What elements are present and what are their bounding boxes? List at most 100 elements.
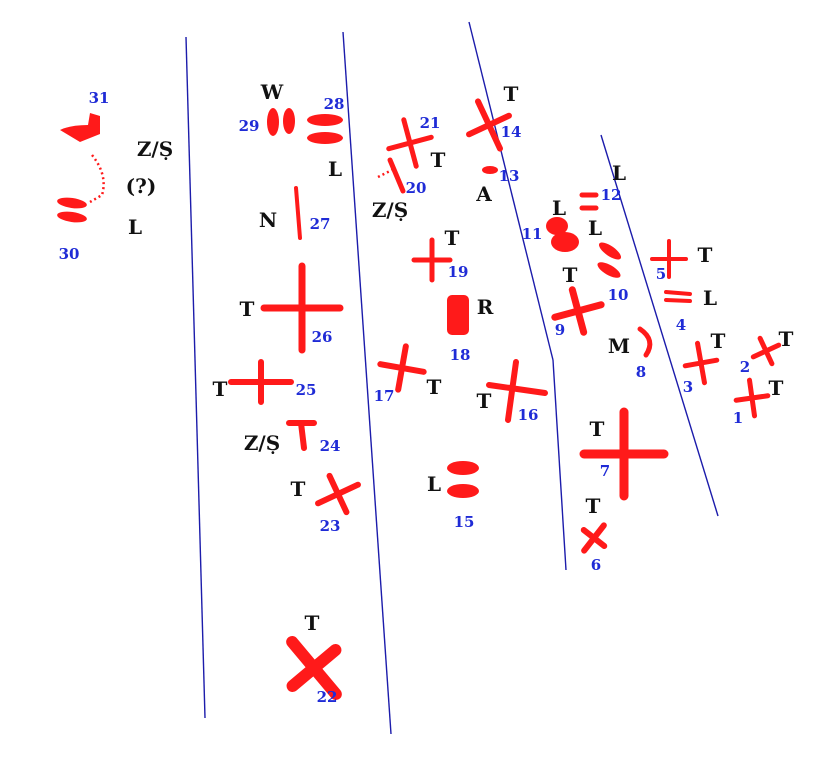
sign-12-number: 12 <box>601 186 622 204</box>
sign-16-mark <box>486 359 548 423</box>
sign-8-mark <box>637 326 653 358</box>
sign-26-number: 26 <box>312 328 333 346</box>
sign-16-letter: T <box>477 389 492 413</box>
sign-16: 16 T <box>477 359 548 424</box>
sign-5-mark <box>650 239 688 279</box>
sign-14-number: 14 <box>501 123 522 141</box>
sign-22-letter: T <box>305 611 320 635</box>
sign-10-letter: L <box>588 216 602 240</box>
sign-7-letter: T <box>590 417 605 441</box>
sign-22: 22 T <box>286 611 342 706</box>
sign-17-mark <box>377 343 427 393</box>
sign-21: 21T <box>386 114 446 172</box>
sign-21-mark <box>386 117 434 169</box>
sign-4: 4L <box>664 286 717 334</box>
sign-14-mark <box>466 98 512 152</box>
sign-13-number: 13 <box>499 167 520 185</box>
sign-20-letter: Z/Ṣ <box>372 198 408 222</box>
sign-1: 1T <box>733 376 784 427</box>
sign-11-number: 11 <box>522 225 543 243</box>
sign-14: 14 T <box>466 82 522 152</box>
sign-9-letter: T <box>563 263 578 287</box>
column-guide-line-3 <box>468 21 554 361</box>
sign-28-number: 28 <box>324 95 345 113</box>
sign-25-letter: T <box>213 377 228 401</box>
sign-2-number: 2 <box>740 358 750 376</box>
sign-22-mark <box>286 635 342 701</box>
sign-14-letter: T <box>504 82 519 106</box>
sign-26: 26 T <box>240 262 344 354</box>
sign-24-number: 24 <box>320 437 341 455</box>
column-guide-line-1 <box>185 36 206 719</box>
sign-1-letter: T <box>769 376 784 400</box>
sign-13-letter: A <box>475 182 492 206</box>
sign-29: 29W <box>239 80 295 136</box>
sign-2: 2T <box>740 327 794 376</box>
sign-13-mark <box>482 166 498 174</box>
sign-10: 10 L <box>588 216 628 304</box>
sign-20-number: 20 <box>406 179 427 197</box>
sign-19-letter: T <box>445 226 460 250</box>
sign-5: 5T <box>650 239 713 283</box>
sign-5-number: 5 <box>656 265 666 283</box>
sign-31-mark <box>60 113 105 204</box>
sign-6: 6T <box>580 494 608 574</box>
sign-26-letter: T <box>240 297 255 321</box>
sign-20-mark <box>377 157 406 194</box>
sign-21-letter: T <box>431 148 446 172</box>
sign-27-number: 27 <box>310 215 331 233</box>
sign-7-mark <box>579 407 669 501</box>
sign-9: 9T <box>551 263 605 339</box>
sign-19: 19T <box>411 226 468 283</box>
sign-9-number: 9 <box>555 321 565 339</box>
sign-28: 28L <box>307 95 344 181</box>
sign-17-letter: T <box>427 375 442 399</box>
sign-18-number: 18 <box>450 346 471 364</box>
sign-24-letter: Z/Ṣ <box>244 431 280 455</box>
sign-15: 15L <box>427 461 479 531</box>
sign-7-number: 7 <box>600 462 610 480</box>
sign-11: 11L <box>522 196 579 252</box>
sign-2-mark <box>750 335 782 367</box>
sign-2-letter: T <box>779 327 794 351</box>
sign-30-number: 30 <box>59 245 80 263</box>
sign-29-mark <box>267 108 295 136</box>
sign-15-mark <box>447 461 479 498</box>
sign-24: 24 Z/Ṣ <box>244 420 341 455</box>
sign-16-number: 16 <box>518 406 539 424</box>
sign-31-number: 31 <box>89 89 110 107</box>
sign-22-number: 22 <box>317 688 338 706</box>
sign-18: 18 R <box>447 295 494 364</box>
sign-4-mark <box>664 290 692 303</box>
column-guide-line-5 <box>600 134 719 517</box>
sign-11-mark <box>546 217 579 252</box>
sign-25-mark <box>228 359 294 405</box>
sign-31-letter: Z/Ṣ <box>137 137 173 161</box>
sign-27: 27N <box>259 186 331 240</box>
sign-30-mark <box>57 197 87 223</box>
sign-23: 23T <box>291 472 361 535</box>
sign-20: 20Z/Ṣ <box>372 157 427 222</box>
sign-28-letter: L <box>328 157 342 181</box>
sign-4-letter: L <box>703 286 717 310</box>
uncertain-annotation: (?) <box>126 174 157 198</box>
sign-21-number: 21 <box>420 114 441 132</box>
sign-31: 31Z/Ṣ <box>60 89 173 204</box>
sign-3-letter: T <box>711 329 726 353</box>
sign-1-number: 1 <box>733 409 743 427</box>
sign-30-letter: L <box>128 215 142 239</box>
sign-3: 3T <box>682 329 726 396</box>
sign-28-mark <box>307 114 343 144</box>
sign-1-mark <box>733 377 771 419</box>
sign-15-number: 15 <box>454 513 475 531</box>
sign-29-number: 29 <box>239 117 260 135</box>
column-guide-line-2 <box>342 31 392 735</box>
sign-8-number: 8 <box>636 363 646 381</box>
sign-27-mark <box>294 186 302 240</box>
sign-6-mark <box>580 522 608 554</box>
sign-10-number: 10 <box>608 286 629 304</box>
sign-19-mark <box>411 237 453 283</box>
sign-18-letter: R <box>477 295 494 319</box>
